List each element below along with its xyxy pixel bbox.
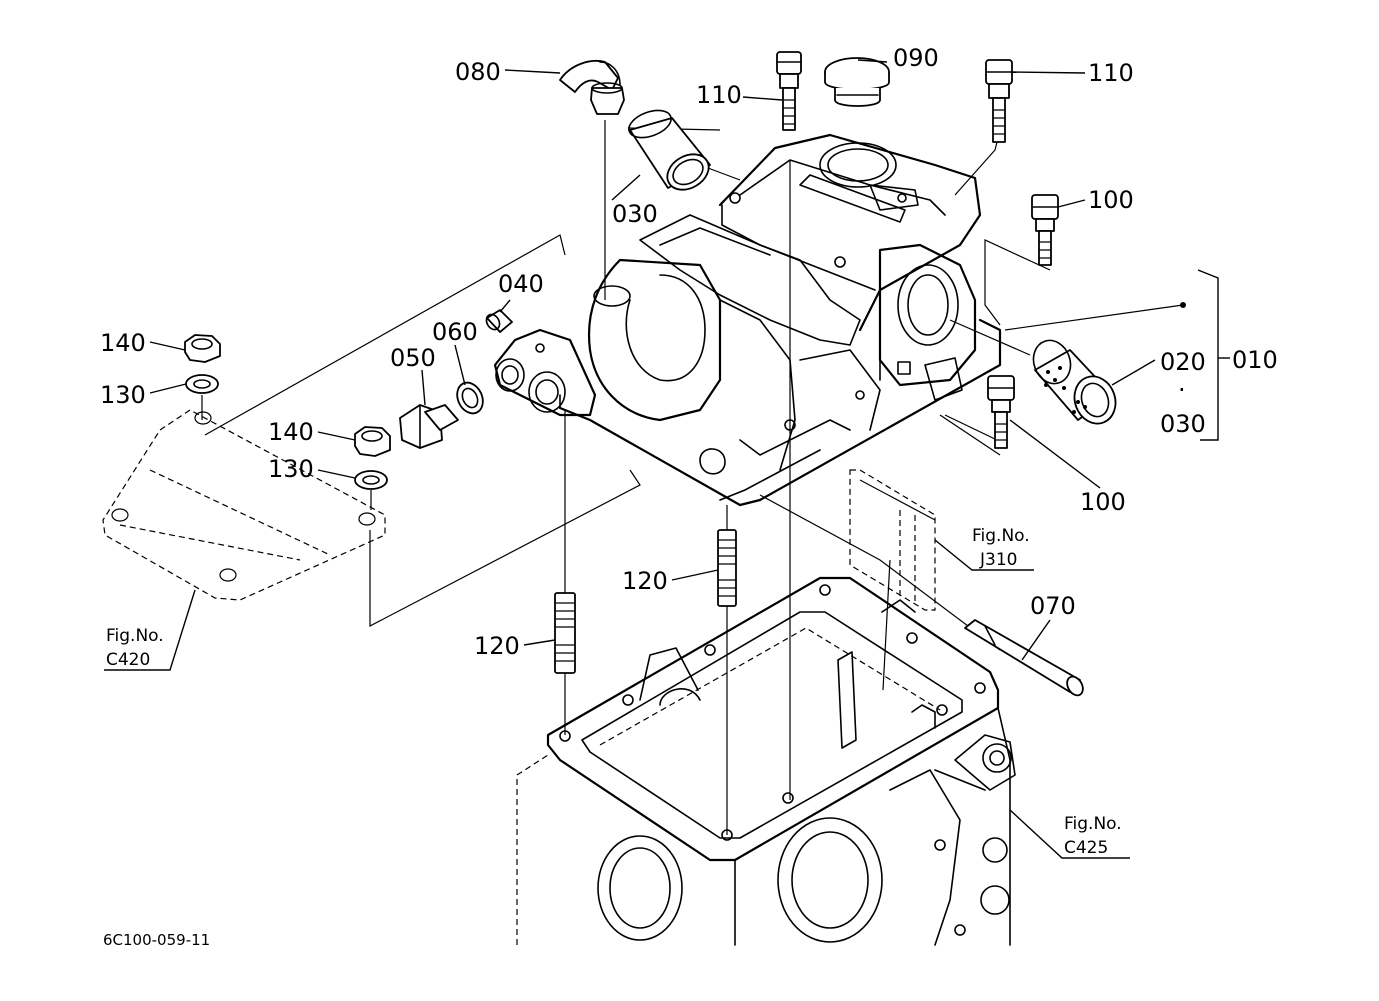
callout-130-right: 130 bbox=[268, 455, 314, 483]
plug-040 bbox=[485, 309, 513, 333]
bolt-110-right bbox=[985, 59, 1013, 143]
j310-plate bbox=[849, 469, 936, 611]
figure-reference-c425: Fig.No. C425 bbox=[1064, 814, 1122, 858]
leader-lines bbox=[104, 59, 1230, 859]
breather-pipe-080 bbox=[559, 60, 625, 115]
nut-140-left bbox=[184, 334, 221, 363]
callout-080: 080 bbox=[455, 58, 501, 86]
washer-130-right bbox=[354, 470, 388, 490]
callout-120-upper: 120 bbox=[622, 567, 668, 595]
callout-110-right: 110 bbox=[1088, 59, 1134, 87]
filler-plug-090 bbox=[824, 57, 890, 107]
figref-c420-code: C420 bbox=[106, 650, 150, 670]
callout-100-lower: 100 bbox=[1080, 488, 1126, 516]
bolt-100-upper bbox=[1031, 194, 1059, 266]
callout-110-left: 110 bbox=[696, 81, 742, 109]
bushing-030-upper bbox=[628, 109, 711, 191]
callout-050: 050 bbox=[390, 344, 436, 372]
side-cover-plate bbox=[102, 409, 386, 601]
bolt-110-left bbox=[776, 51, 802, 131]
figure-reference-c420: Fig.No. C420 bbox=[106, 626, 164, 670]
callout-labels: 080 090 110 110 100 030 040 060 050 140 … bbox=[100, 44, 1278, 660]
stud-120-upper bbox=[717, 529, 737, 607]
drawing-id: 6C100-059-11 bbox=[103, 931, 210, 949]
hydraulic-lift-cover bbox=[493, 133, 1002, 507]
transmission-case bbox=[516, 576, 1016, 946]
bushing-020 bbox=[1032, 339, 1117, 425]
callout-100-upper: 100 bbox=[1088, 186, 1134, 214]
callout-130-left: 130 bbox=[100, 381, 146, 409]
stud-120-lower bbox=[554, 592, 576, 674]
figref-c420-label: Fig.No. bbox=[106, 626, 164, 646]
callout-dot: · bbox=[1178, 376, 1186, 404]
callout-140-right: 140 bbox=[268, 418, 314, 446]
callout-020: 020 bbox=[1160, 348, 1206, 376]
plug-050 bbox=[399, 404, 459, 449]
callout-030-upper: 030 bbox=[612, 200, 658, 228]
callout-090: 090 bbox=[893, 44, 939, 72]
figref-c425-label: Fig.No. bbox=[1064, 814, 1122, 834]
callout-070: 070 bbox=[1030, 592, 1076, 620]
pin-070 bbox=[964, 619, 1084, 697]
callout-010: 010 bbox=[1232, 346, 1278, 374]
bolt-100-lower bbox=[987, 375, 1015, 449]
callout-040: 040 bbox=[498, 270, 544, 298]
callout-060: 060 bbox=[432, 318, 478, 346]
figref-c425-code: C425 bbox=[1064, 838, 1108, 858]
callout-140-left: 140 bbox=[100, 329, 146, 357]
nut-140-right bbox=[354, 426, 391, 457]
o-ring-060 bbox=[456, 381, 484, 415]
figref-j310-label: Fig.No. bbox=[972, 526, 1030, 546]
washer-130-left bbox=[185, 374, 219, 394]
assembly-guide-lines bbox=[204, 120, 1186, 800]
figure-reference-j310: Fig.No. J310 bbox=[972, 526, 1030, 570]
figref-j310-code: J310 bbox=[979, 550, 1017, 570]
callout-030-right: 030 bbox=[1160, 410, 1206, 438]
callout-120-lower: 120 bbox=[474, 632, 520, 660]
